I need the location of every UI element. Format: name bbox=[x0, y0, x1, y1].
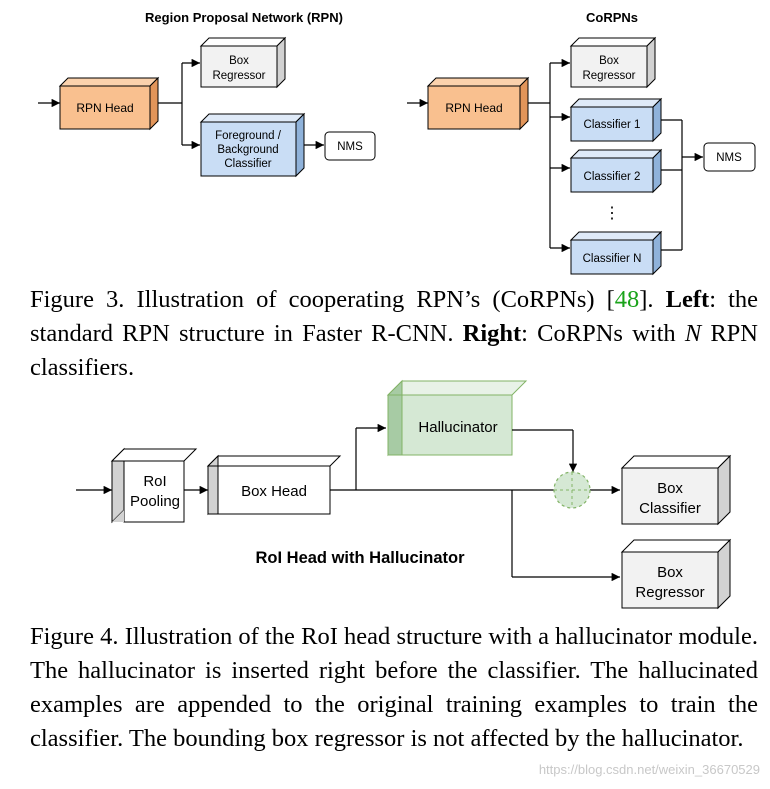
caption3-text: ]. bbox=[639, 286, 666, 313]
figure-3-caption: Figure 3. Illustration of cooperating RP… bbox=[30, 283, 758, 385]
fig3-classifier-1-label: Classifier 1 bbox=[584, 119, 641, 131]
fig3-right-rpn-head-box: RPN Head bbox=[426, 76, 530, 131]
caption3-n: N bbox=[684, 320, 702, 347]
fig4-box-regressor: Box Regressor bbox=[620, 538, 732, 610]
fig3-right-box-regressor-line1: Box bbox=[599, 55, 619, 67]
fig3-fg-bg-line3: Classifier bbox=[224, 158, 271, 170]
fig3-fg-bg-classifier: Foreground / Background Classifier bbox=[199, 112, 306, 178]
fig4-roi-line2: Pooling bbox=[130, 493, 180, 510]
caption3-text: Illustration of cooperating RPN’s (CoRPN… bbox=[124, 286, 615, 313]
fig3-right-nms-label: NMS bbox=[716, 152, 742, 164]
fig4-box-head-label: Box Head bbox=[241, 483, 307, 500]
fig3-classifier-n-label: Classifier N bbox=[583, 253, 642, 265]
fig4-roi-line1: RoI bbox=[143, 473, 166, 490]
fig3-fg-bg-line1: Foreground / bbox=[215, 130, 282, 142]
fig3-right-title: CoRPNs bbox=[586, 10, 638, 25]
caption3-right: Right bbox=[462, 320, 522, 347]
fig3-right-box-regressor-line2: Regressor bbox=[582, 70, 635, 82]
figure-diagrams: Region Proposal Network (RPN) RPN Head B… bbox=[38, 10, 756, 610]
fig4-box-classifier: Box Classifier bbox=[620, 454, 732, 526]
fig3-left-box-regressor-line2: Regressor bbox=[212, 70, 265, 82]
caption3-text: : the standard RPN structure in Faster R… bbox=[30, 286, 759, 347]
fig3-classifier-2-label: Classifier 2 bbox=[584, 171, 641, 183]
fig4-hallucinator: Hallucinator bbox=[386, 379, 528, 457]
figure-4-caption: Figure 4. Illustration of the RoI head s… bbox=[30, 623, 758, 752]
fig3-left-nms: NMS bbox=[324, 131, 376, 161]
caption3-text: RPN classifiers. bbox=[30, 320, 758, 381]
fig4-roi-pooling: RoI Pooling bbox=[110, 447, 198, 524]
caption3-text: : CoRPNs with bbox=[521, 320, 685, 347]
fig4-hallucinator-label: Hallucinator bbox=[418, 419, 497, 436]
caption3-left: Left bbox=[665, 286, 710, 313]
fig3-fg-bg-line2: Background bbox=[217, 144, 278, 156]
fig3-classifier-2: Classifier 2 bbox=[569, 148, 663, 194]
fig4-title: RoI Head with Hallucinator bbox=[255, 549, 465, 567]
fig4-merge-node bbox=[553, 471, 591, 509]
fig3-vertical-ellipsis: ⋮ bbox=[604, 205, 620, 222]
fig4-box-classifier-line2: Classifier bbox=[639, 500, 701, 517]
fig3-right-nms: NMS bbox=[703, 142, 756, 172]
fig3-left-nms-label: NMS bbox=[337, 141, 363, 153]
fig4-box-regressor-line2: Regressor bbox=[635, 584, 704, 601]
fig3-left-rpn-head-label: RPN Head bbox=[76, 101, 133, 115]
fig3-left-title: Region Proposal Network (RPN) bbox=[145, 10, 343, 25]
fig3-left-box-regressor-line1: Box bbox=[229, 55, 249, 67]
fig3-right-box-regressor: Box Regressor bbox=[569, 36, 657, 89]
fig3-classifier-1: Classifier 1 bbox=[569, 97, 663, 143]
fig3-left-rpn-head-box: RPN Head bbox=[58, 76, 160, 131]
fig4-box-classifier-line1: Box bbox=[657, 480, 683, 497]
fig4-box-regressor-line1: Box bbox=[657, 564, 683, 581]
watermark: https://blog.csdn.net/weixin_36670529 bbox=[538, 762, 760, 777]
fig3-left-box-regressor: Box Regressor bbox=[199, 36, 287, 89]
fig3-classifier-n: Classifier N bbox=[569, 230, 663, 276]
citation-link[interactable]: 48 bbox=[614, 286, 640, 313]
caption3-label: Figure 3. bbox=[30, 286, 125, 313]
fig3-right-rpn-head-label: RPN Head bbox=[445, 101, 502, 115]
fig4-box-head: Box Head bbox=[206, 454, 342, 516]
